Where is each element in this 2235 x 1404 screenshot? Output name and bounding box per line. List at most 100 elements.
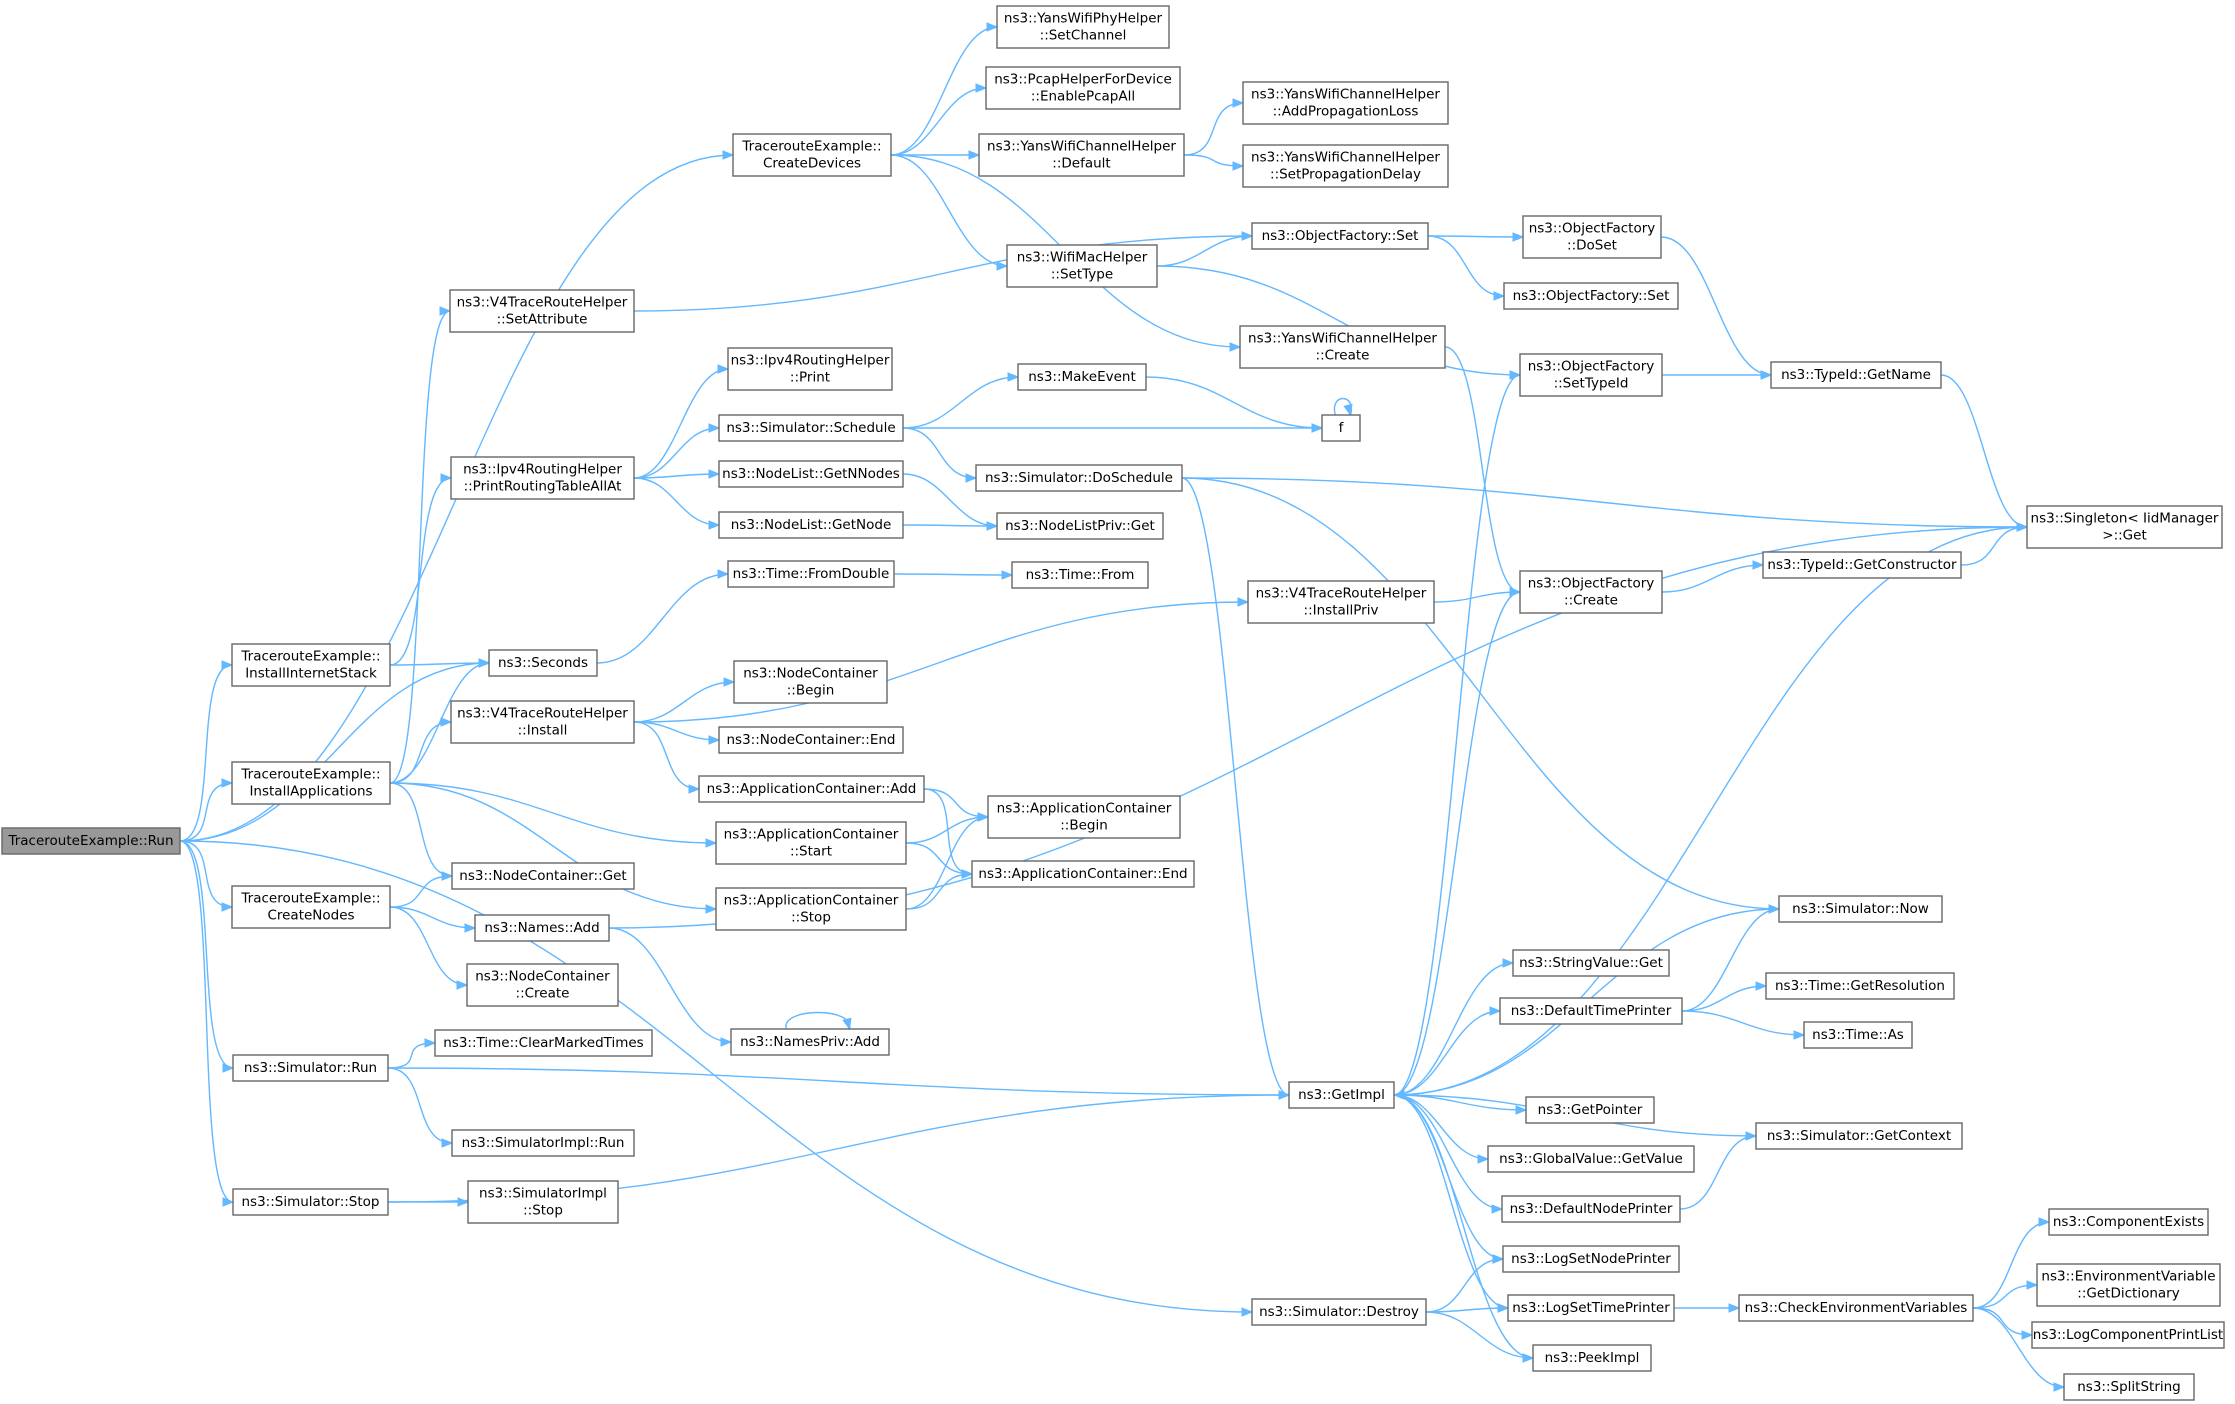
function-node-createDevices[interactable]: TracerouteExample::CreateDevices xyxy=(732,133,892,177)
function-node-acEnd[interactable]: ns3::ApplicationContainer::End xyxy=(971,860,1195,888)
function-node-acStop[interactable]: ns3::ApplicationContainer::Stop xyxy=(715,887,907,931)
arrowhead xyxy=(1392,1090,1405,1100)
call-edge-run-createNodes xyxy=(179,840,233,908)
function-node-simImplStop[interactable]: ns3::SimulatorImpl::Stop xyxy=(467,1180,619,1224)
arrowhead xyxy=(456,980,469,990)
function-node-clearMarked[interactable]: ns3::Time::ClearMarkedTimes xyxy=(434,1029,653,1057)
function-node-ncEnd[interactable]: ns3::NodeContainer::End xyxy=(718,726,904,754)
node-label: ns3::Simulator::Destroy xyxy=(1259,1304,1419,1320)
function-node-ofSet[interactable]: ns3::ObjectFactory::Set xyxy=(1251,222,1429,250)
node-label: ::Create xyxy=(1316,348,1370,364)
function-node-acAdd[interactable]: ns3::ApplicationContainer::Add xyxy=(698,775,925,803)
node-label: ns3::LogComponentPrintList xyxy=(2033,1327,2223,1343)
function-node-pcapAll[interactable]: ns3::PcapHelperForDevice::EnablePcapAll xyxy=(985,66,1181,110)
function-node-ofCreate[interactable]: ns3::ObjectFactory::Create xyxy=(1519,570,1663,614)
function-node-simRun[interactable]: ns3::Simulator::Run xyxy=(232,1054,389,1082)
function-node-namesAdd[interactable]: ns3::Names::Add xyxy=(474,914,610,942)
function-node-v4Install[interactable]: ns3::V4TraceRouteHelper::Install xyxy=(450,700,635,744)
call-edge-createDevices-wifiMacSetType xyxy=(890,154,1008,267)
function-node-envGetDict[interactable]: ns3::EnvironmentVariable::GetDictionary xyxy=(2036,1263,2221,1307)
function-node-ncBegin[interactable]: ns3::NodeContainer::Begin xyxy=(733,660,888,704)
function-node-installInternet[interactable]: TracerouteExample::InstallInternetStack xyxy=(231,643,391,687)
function-node-simStop[interactable]: ns3::Simulator::Stop xyxy=(232,1188,389,1216)
node-box xyxy=(1247,580,1435,624)
function-node-typeIdGetCtor[interactable]: ns3::TypeId::GetConstructor xyxy=(1762,551,1962,579)
node-label: ns3::DefaultNodePrinter xyxy=(1510,1201,1673,1217)
function-node-stringValueGet[interactable]: ns3::StringValue::Get xyxy=(1512,949,1670,977)
function-node-timeAs[interactable]: ns3::Time::As xyxy=(1803,1021,1913,1049)
function-node-yansAddLoss[interactable]: ns3::YansWifiChannelHelper::AddPropagati… xyxy=(1242,81,1449,125)
function-node-simNow[interactable]: ns3::Simulator::Now xyxy=(1778,895,1943,923)
function-node-namesPrivAdd[interactable]: ns3::NamesPriv::Add xyxy=(730,1028,890,1056)
function-node-yansSetDelay[interactable]: ns3::YansWifiChannelHelper::SetPropagati… xyxy=(1242,144,1449,188)
function-node-globalGetValue[interactable]: ns3::GlobalValue::GetValue xyxy=(1487,1145,1695,1173)
node-label: ::AddPropagationLoss xyxy=(1273,104,1419,120)
function-node-logSetNode[interactable]: ns3::LogSetNodePrinter xyxy=(1502,1245,1680,1273)
node-box xyxy=(718,511,904,539)
function-node-wifiMacSetType[interactable]: ns3::WifiMacHelper::SetType xyxy=(1006,244,1158,288)
node-label: ns3::Names::Add xyxy=(484,920,599,936)
function-node-compExists[interactable]: ns3::ComponentExists xyxy=(2048,1208,2209,1236)
node-label: CreateDevices xyxy=(763,156,861,172)
node-label: ns3::CheckEnvironmentVariables xyxy=(1745,1300,1968,1316)
arrowhead xyxy=(722,150,735,160)
function-node-logSetTime[interactable]: ns3::LogSetTimePrinter xyxy=(1507,1294,1675,1322)
function-node-schedule[interactable]: ns3::Simulator::Schedule xyxy=(718,414,904,442)
function-node-defNodePrinter[interactable]: ns3::DefaultNodePrinter xyxy=(1501,1195,1681,1223)
function-node-simGetContext[interactable]: ns3::Simulator::GetContext xyxy=(1755,1122,1963,1150)
function-node-ncCreate[interactable]: ns3::NodeContainer::Create xyxy=(466,963,619,1007)
node-label: InstallInternetStack xyxy=(245,666,377,682)
function-node-getNNodes[interactable]: ns3::NodeList::GetNNodes xyxy=(718,460,904,488)
arrowhead xyxy=(1752,560,1765,570)
node-box xyxy=(474,914,610,942)
function-node-singletonGet[interactable]: ns3::Singleton< IidManager>::Get xyxy=(2026,505,2223,549)
call-edge-run-installApps xyxy=(179,782,233,842)
arrowhead xyxy=(1509,587,1522,597)
node-label: ::Begin xyxy=(787,683,835,699)
function-node-createNodes[interactable]: TracerouteExample::CreateNodes xyxy=(231,885,391,929)
call-edge-typeIdGetName-singletonGet xyxy=(1940,374,2028,528)
function-node-installApps[interactable]: TracerouteExample::InstallApplications xyxy=(231,761,391,805)
function-node-acBegin[interactable]: ns3::ApplicationContainer::Begin xyxy=(987,795,1181,839)
function-node-defTimePrinter[interactable]: ns3::DefaultTimePrinter xyxy=(1499,997,1683,1025)
function-node-v4SetAttr[interactable]: ns3::V4TraceRouteHelper::SetAttribute xyxy=(449,289,635,333)
function-node-makeEvent[interactable]: ns3::MakeEvent xyxy=(1017,363,1147,391)
call-edge-checkEnv-logCompPrint xyxy=(1972,1307,2033,1336)
function-node-ipv4RHPrint[interactable]: ns3::Ipv4RoutingHelper::Print xyxy=(727,347,893,391)
function-node-fromDouble[interactable]: ns3::Time::FromDouble xyxy=(727,560,895,588)
node-box xyxy=(978,133,1185,177)
call-edge-defNodePrinter-simGetContext xyxy=(1679,1135,1757,1210)
function-node-splitString[interactable]: ns3::SplitString xyxy=(2063,1373,2195,1401)
call-edge-simDestroy-logSetNode xyxy=(1425,1258,1504,1313)
function-node-logCompPrint[interactable]: ns3::LogComponentPrintList xyxy=(2031,1321,2225,1349)
function-node-f[interactable]: f xyxy=(1321,414,1361,442)
function-node-getPointer[interactable]: ns3::GetPointer xyxy=(1525,1096,1655,1124)
function-node-seconds[interactable]: ns3::Seconds xyxy=(488,649,598,677)
function-node-yansPhySetCh[interactable]: ns3::YansWifiPhyHelper::SetChannel xyxy=(996,5,1170,49)
function-node-doSchedule[interactable]: ns3::Simulator::DoSchedule xyxy=(975,464,1183,492)
node-label: ns3::StringValue::Get xyxy=(1519,955,1663,971)
function-node-v4InstallPriv[interactable]: ns3::V4TraceRouteHelper::InstallPriv xyxy=(1247,580,1435,624)
function-node-timeFrom[interactable]: ns3::Time::From xyxy=(1011,561,1149,589)
node-label: ns3::Simulator::Now xyxy=(1792,901,1929,917)
function-node-nlPrivGet[interactable]: ns3::NodeListPriv::Get xyxy=(996,512,1164,540)
function-node-ipv4Print[interactable]: ns3::Ipv4RoutingHelper::PrintRoutingTabl… xyxy=(450,456,635,500)
function-node-peekImpl[interactable]: ns3::PeekImpl xyxy=(1532,1344,1652,1372)
function-node-yansCreate[interactable]: ns3::YansWifiChannelHelper::Create xyxy=(1239,325,1446,369)
function-node-getImpl[interactable]: ns3::GetImpl xyxy=(1288,1081,1395,1109)
function-node-ofDoSet[interactable]: ns3::ObjectFactory::DoSet xyxy=(1522,215,1662,259)
function-node-run[interactable]: TracerouteExample::Run xyxy=(1,827,181,855)
function-node-typeIdGetName[interactable]: ns3::TypeId::GetName xyxy=(1770,361,1942,389)
function-node-nlGetNode[interactable]: ns3::NodeList::GetNode xyxy=(718,511,904,539)
function-node-simImplRun[interactable]: ns3::SimulatorImpl::Run xyxy=(451,1129,635,1157)
function-node-checkEnv[interactable]: ns3::CheckEnvironmentVariables xyxy=(1738,1294,1974,1322)
node-label: ::GetDictionary xyxy=(2077,1286,2179,1302)
function-node-timeGetRes[interactable]: ns3::Time::GetResolution xyxy=(1765,972,1955,1000)
node-label: ns3::Simulator::GetContext xyxy=(1767,1128,1951,1144)
function-node-simDestroy[interactable]: ns3::Simulator::Destroy xyxy=(1251,1298,1427,1326)
function-node-ncGet[interactable]: ns3::NodeContainer::Get xyxy=(451,862,635,890)
function-node-yansChDefault[interactable]: ns3::YansWifiChannelHelper::Default xyxy=(978,133,1185,177)
function-node-acStart[interactable]: ns3::ApplicationContainer::Start xyxy=(715,821,907,865)
function-node-ofSet2[interactable]: ns3::ObjectFactory::Set xyxy=(1503,282,1679,310)
function-node-ofSetTypeId[interactable]: ns3::ObjectFactory::SetTypeId xyxy=(1519,353,1663,397)
